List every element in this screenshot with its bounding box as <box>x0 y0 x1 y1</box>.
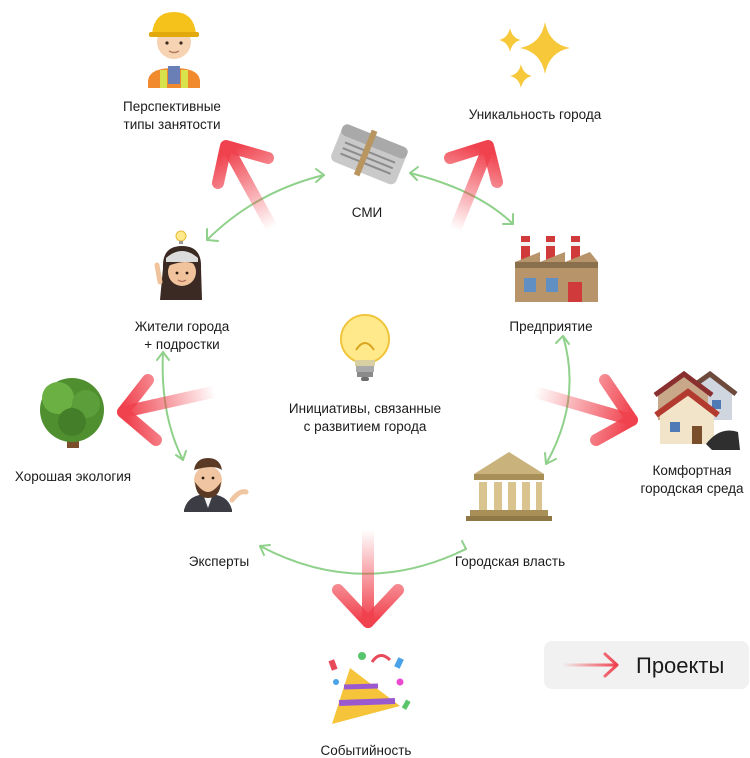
label-employment-line2: типы занятости <box>124 117 221 132</box>
project-arrow-eventfulness <box>332 522 404 628</box>
party-popper-icon <box>328 652 411 724</box>
project-arrow-ecology <box>117 374 219 446</box>
legend: Проекты <box>544 641 749 689</box>
label-residents-line2: + подростки <box>144 337 219 352</box>
label-enterprise: Предприятие <box>509 319 592 334</box>
legend-label: Проекты <box>636 653 724 678</box>
newspaper-icon <box>331 124 408 185</box>
expert-man-icon <box>184 458 249 512</box>
project-arrow-employment <box>212 140 278 234</box>
houses-icon <box>653 370 740 450</box>
resident-girl-icon <box>154 230 202 300</box>
label-city-government: Городская власть <box>455 554 565 569</box>
label-center-line1: Инициативы, связанные <box>289 401 441 416</box>
label-residents-line1: Жители города <box>135 319 230 334</box>
label-ecology: Хорошая экология <box>15 469 131 484</box>
label-comfort-line2: городская среда <box>640 481 744 496</box>
label-eventfulness: Событийность <box>321 743 412 758</box>
legend-box <box>544 641 749 689</box>
legend-arrow-icon <box>560 652 619 678</box>
label-comfort-line1: Комфортная <box>653 463 732 478</box>
lightbulb-icon <box>340 314 390 381</box>
project-arrow-comfort <box>529 374 638 446</box>
project-arrow-uniqueness <box>444 140 503 236</box>
link-experts-residents <box>156 351 187 461</box>
construction-worker-icon <box>148 12 200 88</box>
label-center-line2: с развитием города <box>304 419 427 434</box>
label-experts: Эксперты <box>189 554 249 569</box>
tree-icon <box>40 378 104 448</box>
label-employment-line1: Перспективные <box>123 99 221 114</box>
factory-icon <box>515 236 598 302</box>
government-building-icon <box>466 452 552 521</box>
label-uniqueness: Уникальность города <box>469 107 602 122</box>
label-media: СМИ <box>352 205 383 220</box>
sparkles-icon <box>499 22 570 88</box>
